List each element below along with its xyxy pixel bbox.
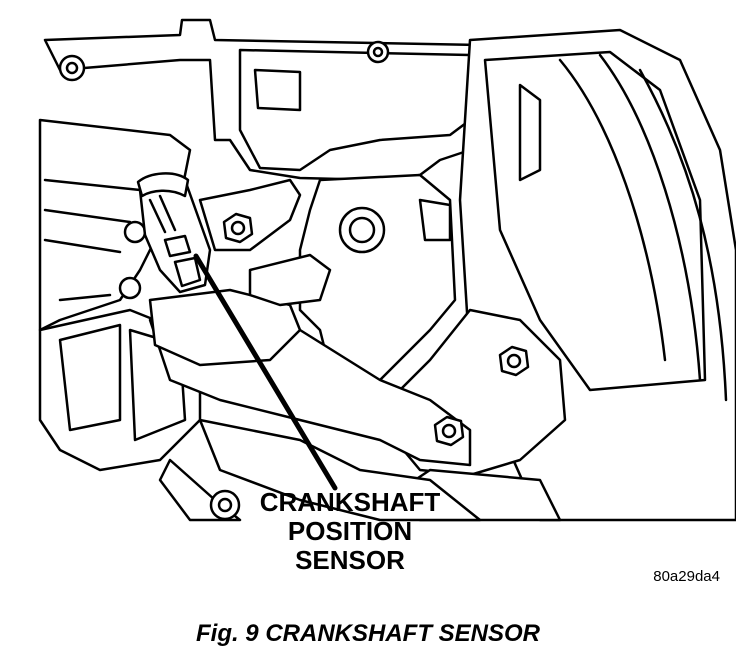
cover-bolt-lower <box>433 415 465 447</box>
crankshaft-position-sensor <box>136 172 212 294</box>
sensor-bolt <box>222 212 254 244</box>
engine-block-upper <box>43 18 484 182</box>
callout-leader-line <box>193 253 338 491</box>
figure-caption: Fig. 9 CRANKSHAFT SENSOR <box>195 620 540 647</box>
reference-code: 80a29da4 <box>653 568 720 585</box>
callout-label: CRANKSHAFT POSITION SENSOR <box>240 488 460 575</box>
cover-bolt-upper <box>498 345 530 377</box>
callout-label-line-3: SENSOR <box>295 545 405 575</box>
drain-bolt <box>209 489 241 521</box>
callout-label-line-1: CRANKSHAFT <box>259 487 441 517</box>
central-casting <box>298 173 457 382</box>
engine-block-lower <box>38 118 202 472</box>
callout-label-line-2: POSITION <box>287 516 413 546</box>
